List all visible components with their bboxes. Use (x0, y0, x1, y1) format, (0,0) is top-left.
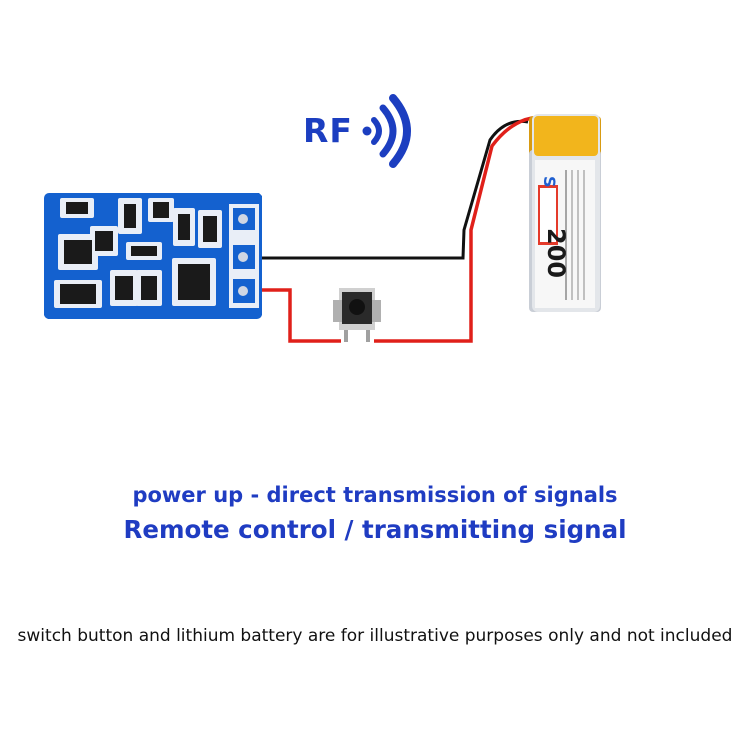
radio-wave-icon (362, 94, 411, 168)
battery-capacity-label: 200 (542, 228, 570, 278)
battery-brand-mark: S (540, 176, 559, 188)
black-wire (243, 119, 529, 260)
headline-line-1: power up - direct transmission of signal… (132, 483, 618, 507)
rf-transmitter-module (44, 193, 262, 319)
rf-label: RF (303, 111, 353, 150)
lithium-battery: 200 S (529, 114, 601, 312)
headline-line-2: Remote control / transmitting signal (123, 515, 627, 544)
push-button-switch (333, 288, 381, 342)
red-wire (243, 116, 533, 343)
disclaimer-note: switch button and lithium battery are fo… (17, 626, 733, 646)
